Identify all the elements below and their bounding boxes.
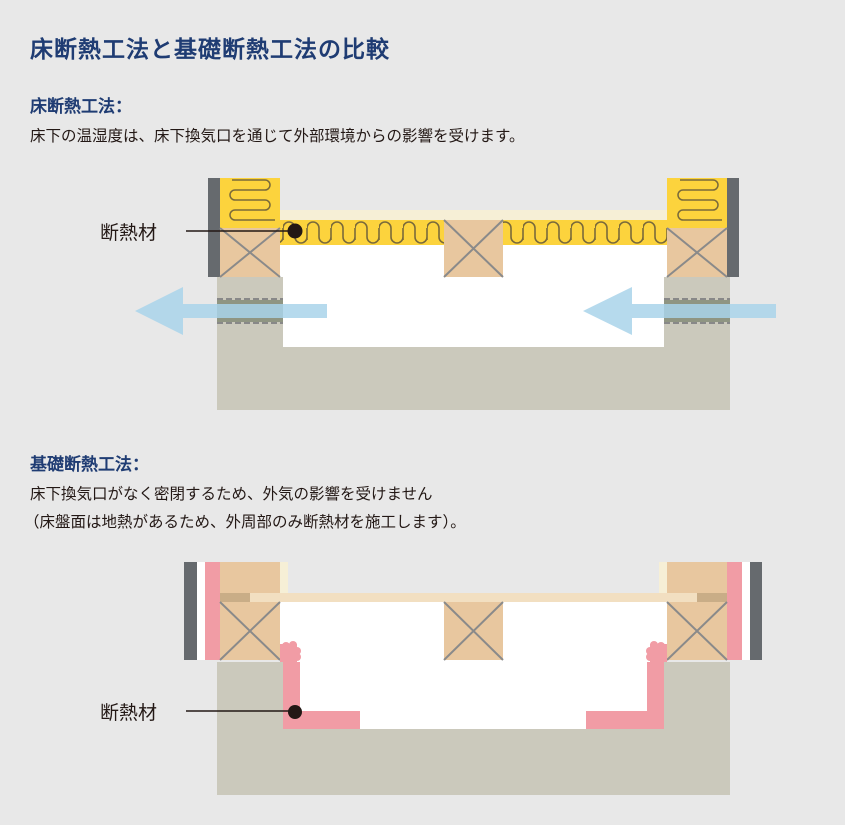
wall-insulation-right — [727, 562, 742, 660]
floor-insulation-label: 断熱材 — [100, 222, 158, 244]
sill-timber-right — [666, 601, 728, 661]
floorboard — [250, 593, 697, 602]
wall-left — [208, 178, 220, 277]
floorboard — [280, 210, 667, 220]
floor-insulation-diagram — [135, 178, 776, 410]
foundation-insulation-description-1: 床下換気口がなく密閉するため、外気の影響を受けません — [30, 485, 433, 503]
page-title: 床断熱工法と基礎断熱工法の比較 — [30, 37, 390, 63]
label-pointer-dot — [287, 223, 303, 239]
foundation-insulation-heading: 基礎断熱工法： — [30, 455, 149, 475]
joist-timber-center — [443, 601, 504, 661]
joist-timber-center — [443, 219, 504, 278]
airflow-out-arrow — [135, 287, 327, 335]
foundation-insulation-description-2: （床盤面は地熱があるため、外周部のみ断熱材を施工します）。 — [24, 513, 466, 531]
wall-right — [727, 178, 739, 277]
wall-insulation-left — [205, 562, 220, 660]
foundation-insulation-diagram — [184, 562, 762, 795]
wall-left — [184, 562, 197, 660]
airflow-in-arrow — [583, 287, 776, 335]
foundation-insulation-right — [586, 641, 667, 729]
foundation-insulation-label: 断熱材 — [100, 702, 158, 724]
label-pointer-dot — [288, 705, 302, 719]
floor-insulation-heading: 床断熱工法： — [30, 97, 132, 117]
sill-timber-left — [219, 227, 281, 278]
wall-insulation-right — [667, 178, 727, 228]
wall-insulation-left — [220, 178, 280, 228]
foundation-insulation-left — [280, 641, 360, 729]
wall-right — [750, 562, 762, 660]
sill-timber-right — [666, 227, 728, 278]
floor-insulation-description: 床下の温湿度は、床下換気口を通じて外部環境からの影響を受けます。 — [30, 127, 525, 145]
sill-timber-left — [219, 601, 281, 661]
